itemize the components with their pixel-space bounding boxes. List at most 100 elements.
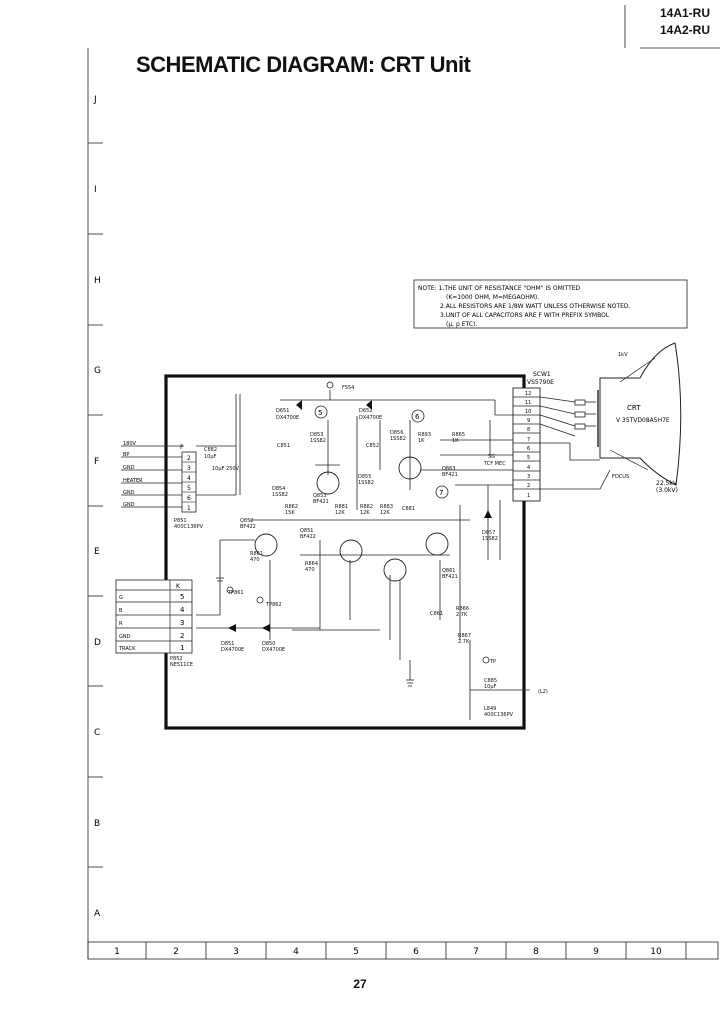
test-markers: 5 6 7 [226, 381, 490, 664]
marker-6: 6 [415, 413, 420, 421]
transistor-q863 [398, 456, 422, 480]
crt-tube: CRT V 35TVD08A5H7E 22.5kV (3.0kV) FOCUS … [574, 342, 682, 494]
svg-text:1SS82: 1SS82 [358, 480, 374, 486]
col-label-4: 4 [293, 947, 299, 957]
page-number: 27 [353, 977, 367, 991]
svg-text:D854: D854 [272, 486, 285, 492]
svg-text:4: 4 [180, 606, 185, 614]
svg-text:1SS82: 1SS82 [272, 492, 288, 498]
transistor-q852 [254, 533, 278, 557]
svg-text:P851: P851 [174, 518, 187, 524]
component-labels: FS54 D651 DX4700E D652 DX4700E Q853 BF42… [170, 385, 548, 718]
col-label-10: 10 [650, 947, 662, 957]
svg-text:D853: D853 [310, 432, 323, 438]
row-label-j: J [93, 95, 97, 105]
svg-text:1: 1 [180, 644, 184, 652]
note-line-1: NOTE: 1.THE UNIT OF RESISTANCE "OHM" IS … [418, 285, 581, 292]
row-label-i: I [94, 185, 97, 195]
col-label-6: 6 [413, 947, 419, 957]
crt-hv: 22.5kV [656, 480, 678, 487]
svg-text:GND: GND [123, 502, 135, 508]
svg-text:2.7K: 2.7K [456, 612, 468, 618]
svg-text:DX4700E: DX4700E [359, 415, 382, 421]
svg-text:C881: C881 [402, 506, 415, 512]
svg-text:G: G [119, 595, 123, 601]
svg-text:5: 5 [187, 485, 191, 492]
svg-text:Q851: Q851 [300, 528, 313, 534]
svg-text:TP: TP [489, 659, 496, 665]
transistor-q862 [383, 558, 407, 582]
row-label-b: B [94, 819, 100, 829]
row-label-f: F [94, 457, 99, 467]
schematic-wiring [196, 390, 530, 720]
model-number-2: 14A2-RU [659, 23, 710, 37]
svg-text:P852: P852 [170, 656, 183, 662]
crt-leads [539, 396, 611, 490]
svg-text:R881: R881 [335, 504, 348, 510]
svg-text:10: 10 [525, 409, 531, 415]
svg-text:12K: 12K [335, 510, 345, 516]
svg-text:3: 3 [527, 474, 530, 480]
svg-text:2: 2 [187, 455, 191, 462]
svg-text:470: 470 [305, 567, 315, 573]
svg-text:NE511CE: NE511CE [170, 662, 193, 668]
svg-text:400C136PV: 400C136PV [484, 712, 514, 718]
svg-text:D651: D651 [276, 408, 289, 414]
svg-text:4: 4 [187, 475, 191, 482]
svg-text:10μF: 10μF [484, 684, 497, 690]
svg-text:D856: D856 [390, 430, 403, 436]
connector-p-ref: P [180, 444, 184, 451]
transistor-q851 [339, 539, 363, 563]
svg-text:10μF: 10μF [204, 454, 217, 460]
svg-text:470: 470 [250, 557, 260, 563]
diodes [228, 400, 492, 632]
svg-text:C851: C851 [277, 443, 290, 449]
svg-text:R893: R893 [418, 432, 431, 438]
svg-text:C885: C885 [484, 678, 497, 684]
svg-text:4: 4 [527, 465, 530, 471]
note-box: NOTE: 1.THE UNIT OF RESISTANCE "OHM" IS … [413, 279, 688, 329]
svg-text:1SS82: 1SS82 [390, 436, 406, 442]
transistor-q853 [316, 471, 340, 495]
ground-symbols [216, 577, 414, 687]
svg-text:BF421: BF421 [442, 472, 458, 478]
crt-part: V 35TVD08A5H7E [616, 417, 670, 424]
svg-text:C882: C882 [204, 447, 217, 453]
scw1-part: VS5790E [527, 379, 554, 386]
svg-text:TP862: TP862 [265, 602, 282, 608]
svg-text:GND: GND [123, 490, 135, 496]
svg-text:D857: D857 [482, 530, 495, 536]
svg-text:Q861: Q861 [442, 568, 455, 574]
col-label-9: 9 [593, 947, 599, 957]
marker-5: 5 [318, 409, 322, 417]
svg-text:2.7K: 2.7K [458, 639, 470, 645]
svg-text:FOCUS: FOCUS [612, 474, 629, 480]
svg-text:R882: R882 [360, 504, 373, 510]
svg-text:B: B [119, 608, 123, 614]
svg-text:R862: R862 [285, 504, 298, 510]
connector-k-ref: K [176, 583, 181, 590]
svg-text:BF422: BF422 [240, 524, 256, 530]
svg-text:11: 11 [525, 400, 531, 406]
transistors [254, 456, 449, 582]
svg-text:Q863: Q863 [442, 466, 455, 472]
svg-text:BF421: BF421 [442, 574, 458, 580]
svg-text:3: 3 [180, 619, 184, 627]
svg-text:R864: R864 [305, 561, 318, 567]
crt-voltage-note: (3.0kV) [656, 487, 678, 494]
diode-d857 [484, 510, 492, 518]
svg-text:12K: 12K [380, 510, 390, 516]
page-title: SCHEMATIC DIAGRAM: CRT Unit [136, 52, 471, 77]
svg-text:1SS82: 1SS82 [482, 536, 498, 542]
note-line-4: 3.UNIT OF ALL CAPACITORS ARE F WITH PREF… [440, 312, 610, 319]
svg-text:HEATER: HEATER [123, 478, 143, 484]
svg-text:5: 5 [527, 455, 530, 461]
connector-scw1: SCW1 VS5790E 12 11 10 9 8 7 6 5 4 3 2 1 [512, 371, 554, 502]
svg-text:GND: GND [119, 634, 131, 640]
svg-text:5: 5 [180, 593, 184, 601]
svg-text:BF421: BF421 [313, 499, 329, 505]
col-label-1: 1 [114, 947, 120, 957]
svg-text:DX4700E: DX4700E [221, 647, 244, 653]
svg-text:1kV: 1kV [618, 352, 628, 358]
note-line-2: (K=1000 OHM, M=MEGAOHM). [446, 294, 539, 301]
